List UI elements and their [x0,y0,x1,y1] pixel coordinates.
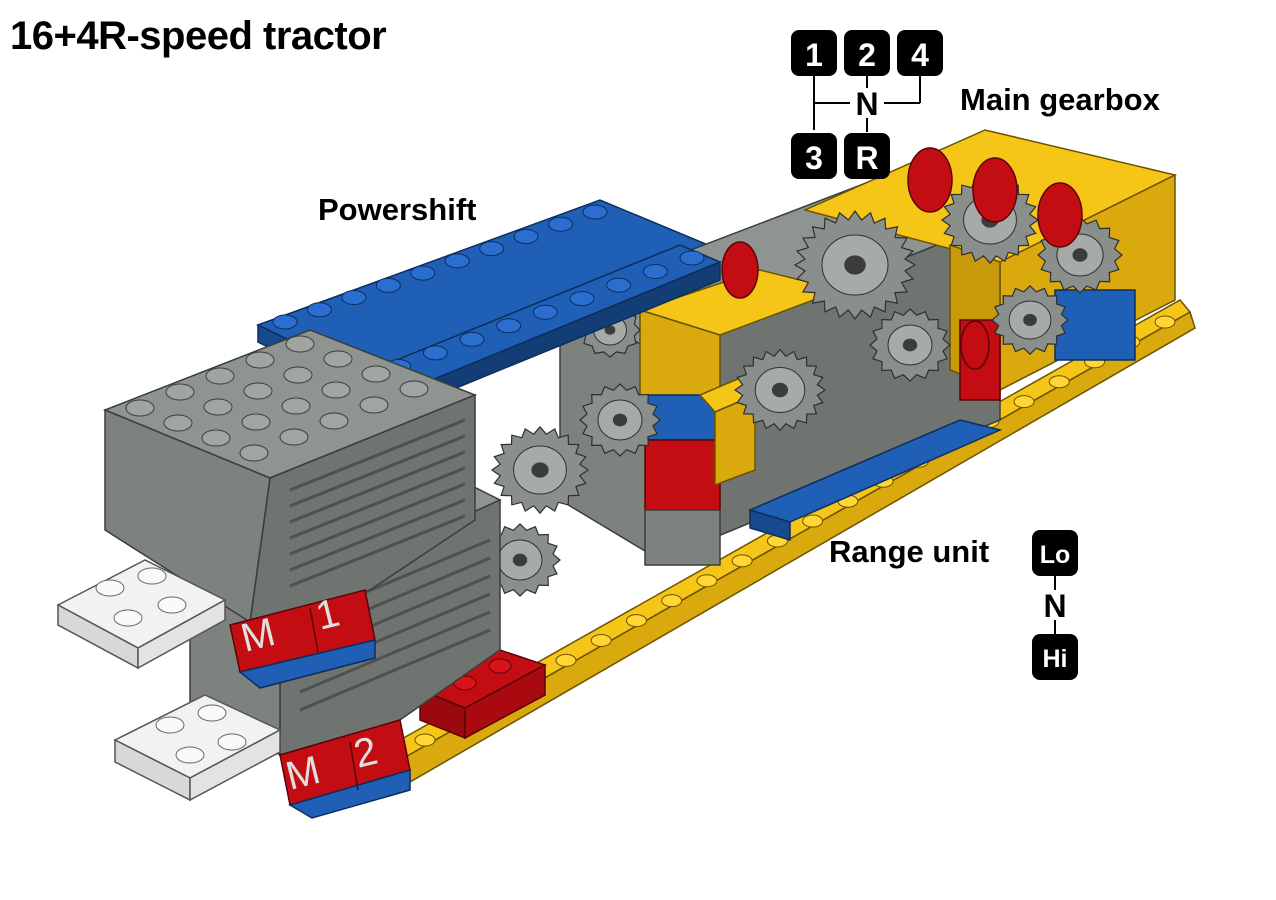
range-neutral-label: N [1043,588,1066,624]
stud [606,277,632,293]
stud [414,733,436,747]
stud [496,318,522,334]
stud [410,265,436,281]
stud [696,574,718,588]
stud [548,216,574,232]
gear-4-label: 4 [911,37,929,73]
range-high-label: Hi [1043,645,1068,673]
shift-clutches [721,147,1083,370]
stud [361,365,391,383]
range-high-badge [1032,634,1078,680]
stud [306,302,332,318]
gear-2-badge [844,30,890,76]
stud [203,398,233,416]
white-plate-lower [113,694,282,802]
stud [241,413,271,431]
white-plate-upper [56,559,227,670]
stud [245,351,275,369]
cooling-fin [289,434,466,508]
gear-4-badge [897,30,943,76]
gear-r-badge [844,133,890,179]
stud [422,345,448,361]
cooling-fin [289,466,466,540]
stud [1048,375,1070,389]
gear [490,425,590,515]
stud [321,381,351,399]
stud [532,304,558,320]
main-neutral-label: N [855,86,878,122]
range-low-label: Lo [1040,541,1071,569]
stud [590,633,612,647]
stud [1013,395,1035,409]
stud [1154,315,1176,329]
main-gearbox-label: Main gearbox [960,82,1160,117]
main-gearbox-shift-pattern: 1 2 4 N 3 R [791,30,943,179]
stud [163,414,193,432]
cooling-fin [289,498,466,572]
cooling-fin [289,482,466,556]
gear-r-label: R [855,140,878,176]
blue-base-plate [747,419,1003,542]
stud [243,382,273,400]
gear [869,308,951,382]
gear-1-label: 1 [805,37,823,73]
stud [569,291,595,307]
range-unit-label: Range unit [829,534,990,569]
gear [733,348,827,432]
stud [125,399,155,417]
cooling-fin [289,514,466,588]
stud [279,428,309,446]
stud [399,380,429,398]
stud [479,241,505,257]
motor-m1-fins [289,418,466,588]
stud [582,204,608,220]
stud [444,253,470,269]
gear [793,209,917,321]
stud [731,554,753,568]
stud [205,367,235,385]
range-low-badge [1032,530,1078,576]
gear [991,284,1069,356]
stud [272,314,298,330]
stud [642,264,668,280]
stud [513,228,539,244]
gear-1-badge [791,30,837,76]
stud [341,290,367,306]
stud [201,429,231,447]
gear-3-badge [791,133,837,179]
stud [802,514,824,528]
stud [625,614,647,628]
stud [239,444,269,462]
powershift-label: Powershift [318,192,477,227]
page-title: 16+4R-speed tractor [10,14,387,58]
stud [555,653,577,667]
gear-2-label: 2 [858,37,876,73]
stud [165,383,195,401]
stud [281,397,311,415]
stud [323,350,353,368]
cooling-fin [299,628,491,712]
gear [579,383,661,457]
stud [459,331,485,347]
stud [359,396,389,414]
cooling-fin [299,610,491,694]
stud [285,335,315,353]
stud [375,277,401,293]
gear-3-label: 3 [805,140,823,176]
cooling-fin [289,450,466,524]
range-unit-shift-pattern: Lo N Hi [1032,530,1078,680]
motor-m1-studs [125,335,429,462]
cooling-fin [289,418,466,492]
stud [661,594,683,608]
stud [679,250,705,266]
stud [283,366,313,384]
stud [319,412,349,430]
